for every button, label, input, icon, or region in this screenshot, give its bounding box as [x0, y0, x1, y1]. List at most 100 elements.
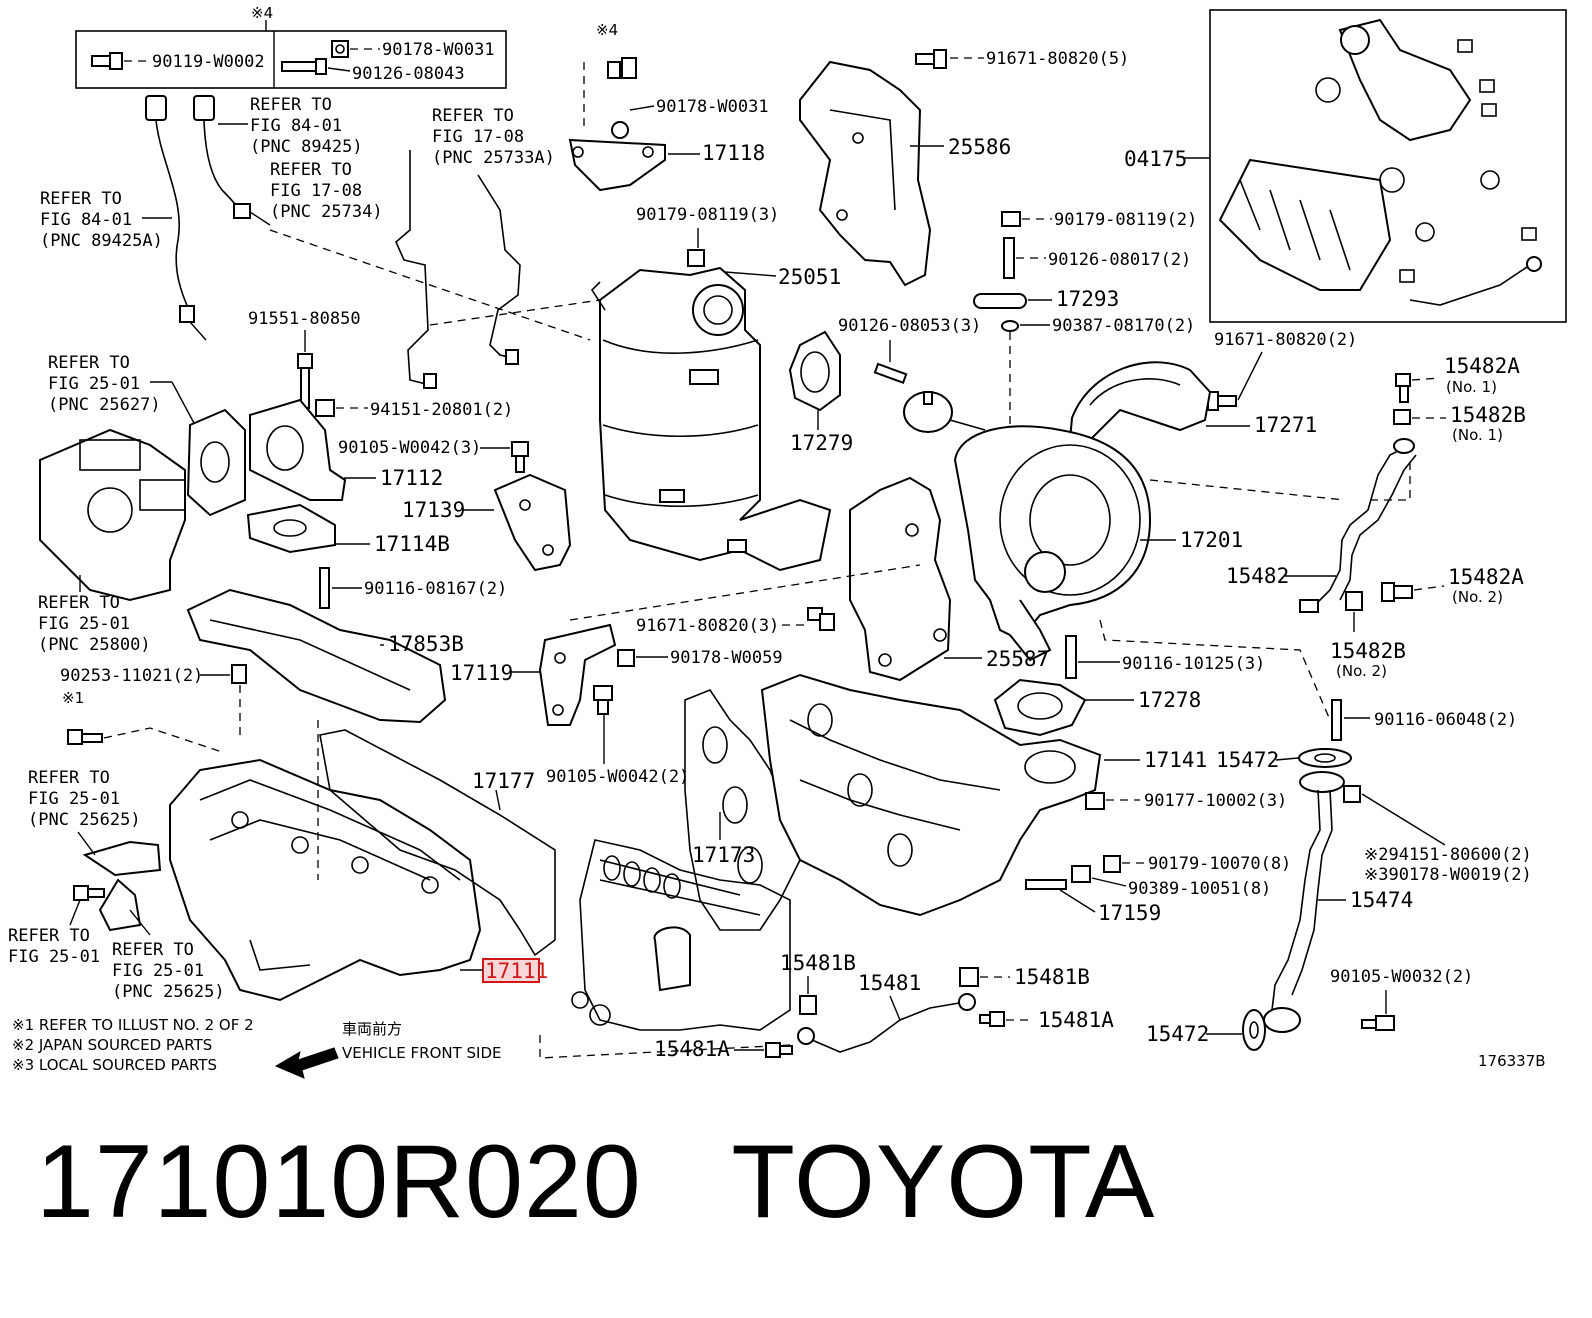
- callout-90116-06048-2: 90116-06048(2): [1374, 710, 1517, 730]
- callout-17278: 17278: [1138, 688, 1201, 712]
- gasket-egr-valve: [186, 408, 246, 517]
- callout-15482: 15482: [1226, 564, 1289, 588]
- gasket-17279: [788, 330, 841, 412]
- callout-90116-08167-2: 90116-08167(2): [364, 579, 507, 599]
- exhaust-manifold-17141: [760, 673, 1102, 917]
- ref-fig-25-01-b-line2: FIG 25-01: [8, 947, 100, 967]
- stud-icon: [319, 567, 330, 609]
- callout-15482b-no1: 15482B: [1450, 403, 1526, 427]
- part-number: 171010R020: [36, 1124, 642, 1240]
- ref-fig-17-08-b-line1: REFER TO: [432, 106, 514, 126]
- gasket-17114b: [246, 503, 336, 554]
- nut-icon: [617, 649, 635, 667]
- gasket-kit-inset: [1209, 9, 1567, 323]
- catalytic-converter-25051: [590, 266, 832, 572]
- callout-90178-w0031-box: 90178-W0031: [382, 40, 495, 60]
- callout-15472-b: 15472: [1146, 1022, 1209, 1046]
- gasket-15472-bottom: [1242, 1009, 1266, 1051]
- callout-90177-10002-3: 90177-10002(3): [1144, 791, 1287, 811]
- ref-fig-25-01-b-line1: REFER TO: [8, 926, 90, 946]
- nut-icon: [331, 40, 349, 58]
- nut-icon: [611, 121, 629, 139]
- ref-fig-25-01-25625-b-line1: REFER TO: [112, 940, 194, 960]
- note-3: ※3 LOCAL SOURCED PARTS: [12, 1056, 217, 1074]
- clamp-icon: [959, 967, 979, 987]
- callout-17112: 17112: [380, 466, 443, 490]
- callout-90179-10070-8: 90179-10070(8): [1148, 854, 1291, 874]
- bolt-icon: [915, 49, 947, 69]
- bolt-icon: [281, 58, 327, 75]
- ref-fig-84-01-a-line3: (PNC 89425): [250, 137, 363, 157]
- callout-90178-w0031: 90178-W0031: [656, 97, 769, 117]
- oil-feed-pipe-15481: [797, 993, 976, 1053]
- callout-90126-08043: 90126-08043: [352, 64, 465, 84]
- callout-91671-80820-5: 91671-80820(5): [986, 49, 1129, 69]
- callout-90126-08017-2: 90126-08017(2): [1048, 250, 1191, 270]
- gasket-15472-top: [1298, 748, 1352, 768]
- callout-15482b-no2-note: (No. 2): [1336, 662, 1387, 680]
- egr-adapter-17112: [249, 398, 347, 501]
- ref-fig-25-01-25627-line3: (PNC 25627): [48, 395, 161, 415]
- ref-fig-25-01-25627-line2: FIG 25-01: [48, 374, 140, 394]
- nut-icon: [1085, 792, 1105, 810]
- ref-fig-84-01-b-line3: (PNC 89425A): [40, 231, 163, 251]
- heat-insulator-25587: [849, 476, 952, 682]
- nut-icon: [315, 399, 335, 417]
- callout-17271: 17271: [1254, 413, 1317, 437]
- callout-17119: 17119: [450, 661, 513, 685]
- bolt-icon: [91, 52, 123, 70]
- bolt-icon: [1395, 373, 1411, 403]
- callout-17111-highlighted[interactable]: 17111: [485, 959, 548, 983]
- callout-17141: 17141: [1144, 748, 1207, 772]
- callout-15482a-no1-note: (No. 1): [1446, 378, 1497, 396]
- nut-icon: [1103, 855, 1121, 873]
- bolt-icon: [1361, 1015, 1395, 1031]
- callout-17853b: 17853B: [388, 632, 464, 656]
- plate-17293: [973, 293, 1027, 309]
- ref-fig-25-01-25625-a-line1: REFER TO: [28, 768, 110, 788]
- egr-valve-housing: [39, 428, 186, 602]
- callout-91551-80850: 91551-80850: [248, 309, 361, 329]
- ref-fig-17-08-b-line2: FIG 17-08: [432, 127, 524, 147]
- oil-pipe-15482: [1299, 438, 1417, 613]
- callout-25051: 25051: [778, 265, 841, 289]
- callout-17118: 17118: [702, 141, 765, 165]
- collar-icon: [231, 664, 247, 684]
- bolt-icon: [73, 885, 105, 901]
- callout-15481: 15481: [858, 971, 921, 995]
- washer-icon: [1001, 320, 1019, 332]
- callout-90387-08170-2: 90387-08170(2): [1052, 316, 1195, 336]
- ref-fig-84-01-a-line1: REFER TO: [250, 95, 332, 115]
- ref-fig-25-01-25625-a-line2: FIG 25-01: [28, 789, 120, 809]
- callout-90179-08119-3: 90179-08119(3): [636, 205, 779, 225]
- ref-fig-25-01-25625-b-line2: FIG 25-01: [112, 961, 204, 981]
- bracket-17118: [568, 138, 666, 192]
- callout-90105-w0042-2: 90105-W0042(2): [546, 767, 689, 787]
- callout-90253-11021-2: 90253-11021(2): [60, 666, 203, 686]
- callout-90389-10051-8: 90389-10051(8): [1128, 879, 1271, 899]
- nut-icon: [687, 249, 705, 267]
- ref-fig-84-01-b-line1: REFER TO: [40, 189, 122, 209]
- note-mark-4-mid: ※4: [596, 21, 618, 39]
- callout-15482b-no1-note: (No. 1): [1452, 426, 1503, 444]
- callout-90126-08053-3: 90126-08053(3): [838, 316, 981, 336]
- callout-17159: 17159: [1098, 901, 1161, 925]
- vehicle-front-label-jp: 車両前方: [342, 1020, 402, 1038]
- bracket-left: [82, 840, 162, 877]
- stud-icon: [1065, 635, 1077, 679]
- collar-icon: [1071, 865, 1091, 883]
- callout-15482a-no1: 15482A: [1444, 354, 1520, 378]
- callout-04175: 04175: [1124, 147, 1187, 171]
- ref-fig-17-08-b-line3: (PNC 25733A): [432, 148, 555, 168]
- heat-insulator-17853b: [186, 588, 447, 724]
- callout-15481b-b: 15481B: [1014, 965, 1090, 989]
- clamp-icon: [1393, 409, 1411, 425]
- callout-90105-w0032-2: 90105-W0032(2): [1330, 967, 1473, 987]
- callout-15474: 15474: [1350, 888, 1413, 912]
- callout-91671-80820-3: 91671-80820(3): [636, 616, 779, 636]
- callout-15482b-no2: 15482B: [1330, 639, 1406, 663]
- bolt-icon: [607, 57, 637, 79]
- callout-15481a-b: 15481A: [1038, 1008, 1114, 1032]
- callout-17139: 17139: [402, 498, 465, 522]
- ref-fig-25-01-25800-line3: (PNC 25800): [38, 635, 151, 655]
